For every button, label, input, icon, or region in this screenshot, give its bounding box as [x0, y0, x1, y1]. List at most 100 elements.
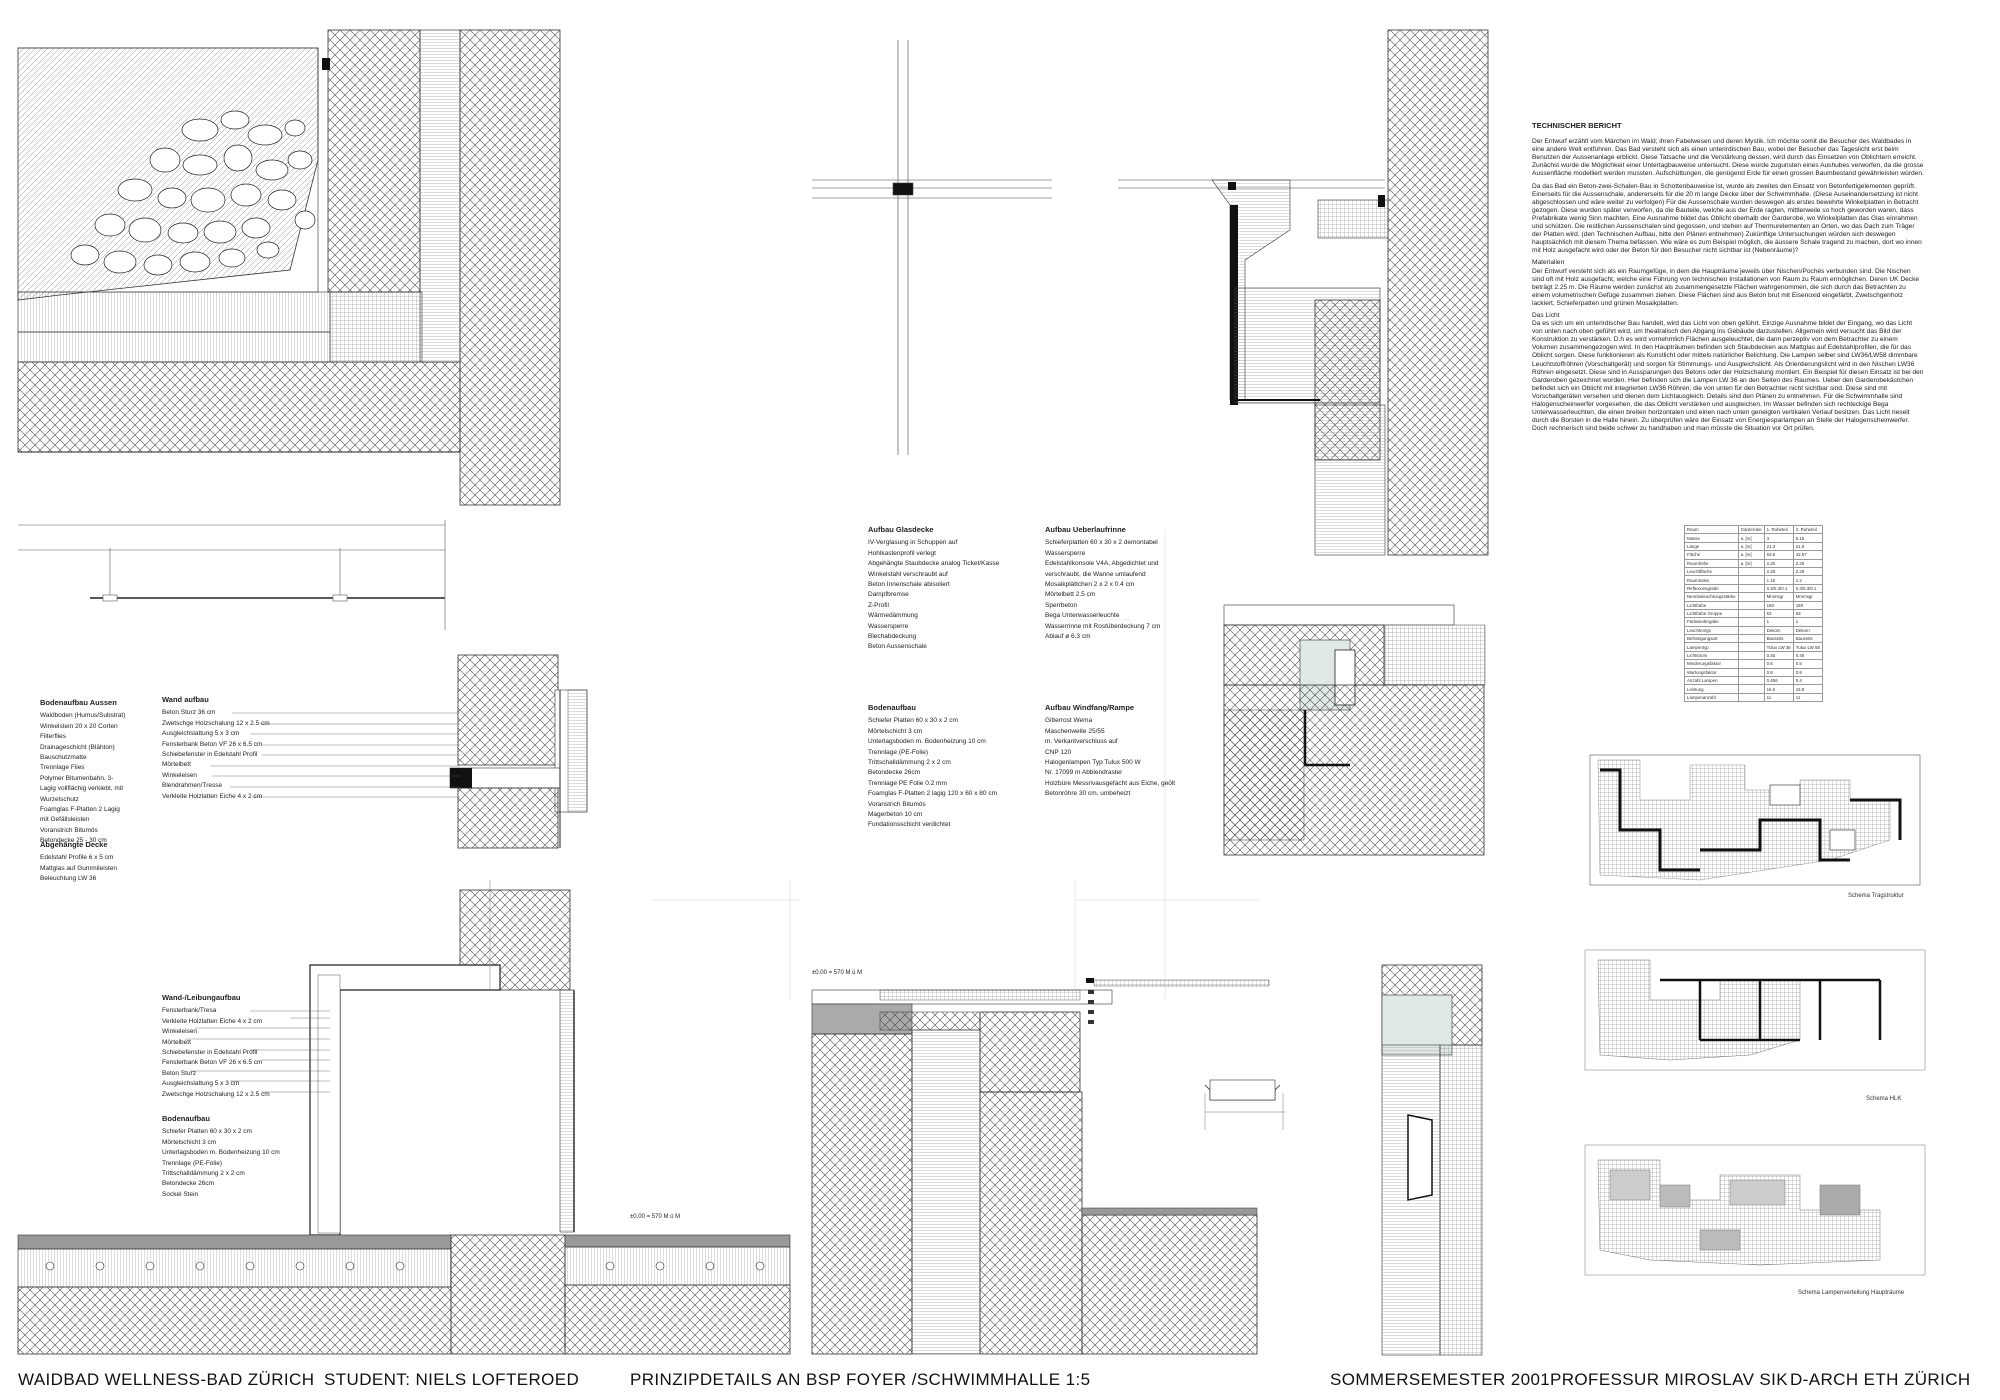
- legend-item: Sockel Stein: [162, 1190, 199, 1198]
- legend-item: Mörtelschicht 3 cm: [868, 727, 923, 735]
- legend-item: Winkelstein 20 x 20 Corten: [40, 722, 118, 730]
- table-cell: Raum: [1684, 524, 1739, 535]
- detail-skylight-left: [812, 40, 1052, 455]
- table-cell: 150: [1792, 600, 1823, 610]
- legend-item: Foamglas F-Platten 2 lagig 120 x 60 x 80…: [868, 790, 997, 798]
- legend-item: Fensterbank/Tresa: [162, 1007, 217, 1015]
- semester: SOMMERSEMESTER 2001: [1330, 1370, 1551, 1389]
- schema-caption: Schema HLK: [1866, 1096, 1902, 1102]
- table-cell: 0.4: [1792, 676, 1823, 686]
- table-cell: [1737, 592, 1765, 602]
- table-cell: Bauseits: [1763, 634, 1794, 644]
- table-cell: Raumindex: [1684, 575, 1739, 585]
- table-cell: a. [m]: [1737, 533, 1765, 543]
- legend-item: Wassersperre: [1045, 549, 1086, 557]
- table-cell: [1737, 659, 1765, 669]
- table-cell: 2.25: [1763, 558, 1794, 568]
- legend-title: Aufbau Ueberlaufrinne: [1045, 525, 1126, 534]
- table-cell: Leuchtfläche: [1684, 566, 1739, 577]
- report-paragraph: Der Entwurf versteht sich als ein Raumge…: [1532, 267, 1920, 307]
- table-cell: 0.45: [1792, 650, 1823, 661]
- legend-item: Verkleite Holzlatten Eiche 4 x 2 cm: [162, 792, 263, 800]
- report-subtitle: Das Licht: [1532, 311, 1560, 319]
- legend-item: Mörtelbett: [162, 1038, 191, 1046]
- legend-item: Wasserrinne mit Rostüberdeckung 7 cm: [1045, 622, 1161, 630]
- legend-item: Schieferplatten 60 x 30 x 2 demontabel: [1045, 539, 1158, 547]
- legend-item: Holzbüre Messrivausgefacht aus Eiche, ge…: [1045, 779, 1176, 787]
- leader-lines-leibung: [185, 1010, 330, 1093]
- legend-item: Unterlagsboden m. Bodenheizung 10 cm: [868, 738, 986, 746]
- table-cell: 1.15: [1763, 575, 1794, 585]
- table-cell: [1737, 566, 1765, 577]
- legend-title: Bodenaufbau: [162, 1114, 210, 1123]
- legend-item: Beton Sturz: [162, 1069, 196, 1077]
- table-cell: 53: [1792, 608, 1823, 619]
- table-cell: Leuchtentyp: [1684, 625, 1739, 636]
- table-cell: Reflexionsgrade: [1684, 583, 1739, 594]
- table-cell: 16.5: [1763, 684, 1794, 694]
- legend-bodenaufbau-aussen: Bodenaufbau Aussen Waldboden (Humus/Subs…: [40, 698, 126, 847]
- legend-title: Bodenaufbau: [868, 703, 916, 712]
- legend-item: Wärmedämmung: [868, 612, 918, 620]
- table-cell: [1737, 583, 1765, 594]
- legend-item: Trennlage Flies: [40, 764, 85, 772]
- legend-item: Ausgleichslattung 5 x 3 cm: [162, 730, 240, 738]
- legend-item: Ablauf ø 6.3 cm: [1045, 633, 1091, 641]
- legend-item: CNP 120: [1045, 748, 1072, 756]
- legend-title: Wand aufbau: [162, 695, 209, 704]
- legend-item: Bauschutzmatte: [40, 754, 87, 762]
- table-cell: a. [m]: [1737, 558, 1765, 568]
- legend-item: Magerbeton 10 cm: [868, 811, 923, 819]
- legend-title: Wand-/Leibungaufbau: [162, 993, 241, 1002]
- table-cell: Befestigungsart: [1684, 634, 1739, 644]
- table-cell: [1737, 575, 1765, 585]
- table-cell: [1737, 600, 1765, 610]
- legend-item: Drainageschicht (Blähton): [40, 743, 115, 751]
- legend-item: Z-Profil: [868, 601, 889, 609]
- table-cell: 53: [1763, 608, 1794, 619]
- table-cell: Anzahl Lampen: [1684, 676, 1739, 686]
- table-cell: 0.5: [1792, 659, 1823, 669]
- detail-ground-roof: [17, 29, 561, 506]
- legend-item: Edelstahlkonsole V4A, Abgedichtet und ve…: [1045, 560, 1159, 578]
- detail-suspended-ceiling: [18, 520, 446, 630]
- table-cell: 0.8: [1763, 667, 1794, 678]
- legend-item: Waldboden (Humus/Substrat): [40, 712, 126, 720]
- table-cell: 1: [1792, 617, 1823, 627]
- legend-item: Beton Aussenschale: [868, 643, 927, 651]
- detail-wall-window: [449, 654, 588, 849]
- schema-caption: Schema Tragstruktur: [1848, 893, 1904, 899]
- legend-item: Mörtelbett 2.5 cm: [1045, 591, 1096, 599]
- legend-abgehaengte-decke: Abgehängte Decke Edelstahl Profile 6 x 5…: [40, 840, 117, 885]
- table-cell: Fläche: [1684, 550, 1739, 560]
- table-cell: Länge: [1684, 541, 1739, 552]
- table-cell: 42.57: [1792, 550, 1823, 560]
- legend-item: Dampfbremse: [868, 591, 909, 599]
- sheet-title: PRINZIPDETAILS AN BSP FOYER /SCHWIMMHALL…: [630, 1370, 1091, 1389]
- detail-lower-floor: [17, 880, 791, 1355]
- table-cell: [1737, 608, 1765, 619]
- leader-lines-wall: [210, 712, 460, 798]
- table-cell: [1737, 650, 1765, 661]
- detail-pool-overflow: [1223, 604, 1486, 856]
- legend-item: IV-Verglasung in Schuppen auf: [868, 539, 958, 547]
- legend-item: Trittschalldämmung 2 x 2 cm: [868, 759, 951, 767]
- legend-item: Unterlagsboden m. Bodenheizung 10 cm: [162, 1149, 280, 1157]
- report-title: TECHNISCHER BERICHT: [1532, 121, 1622, 130]
- detail-skylight-right: [1118, 29, 1489, 556]
- legend-item: Voranstrich Bitumös: [40, 826, 98, 834]
- legend-item: Betonröhre 30 cm, umbeheizt: [1045, 790, 1131, 798]
- legend-item: Edelstahl Profile 6 x 5 cm: [40, 854, 114, 862]
- report-paragraph: Da es sich um ein unterirdischer Bau han…: [1532, 320, 1924, 433]
- legend-item: m. Verkantverschluss auf: [1045, 738, 1118, 746]
- legend-item: Beton Innenschale abisoliert: [868, 581, 950, 589]
- legend-leibung: Wand-/Leibungaufbau Fensterbank/Tresa Ve…: [162, 993, 270, 1100]
